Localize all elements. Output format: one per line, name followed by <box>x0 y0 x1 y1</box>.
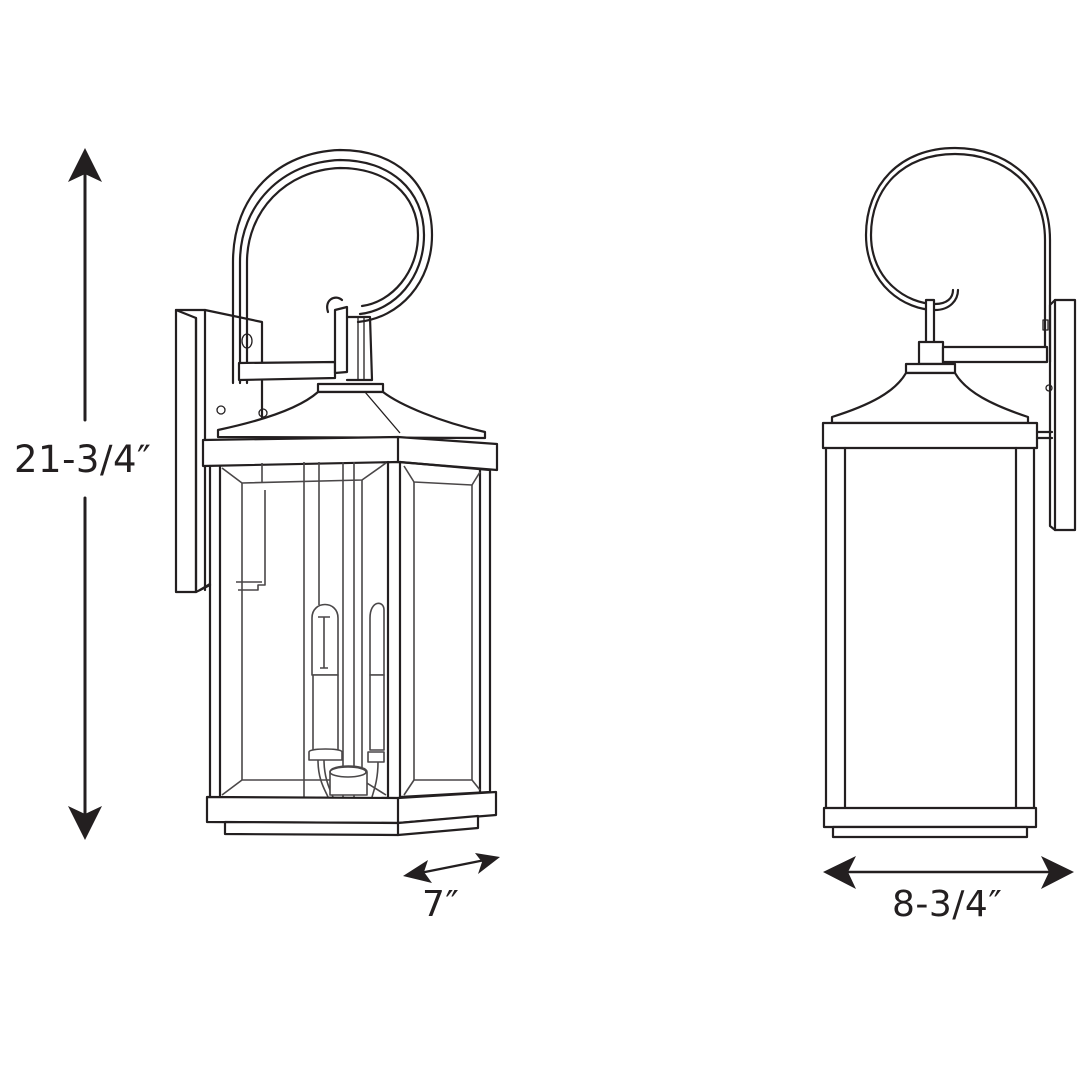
lantern-body-side <box>824 446 1036 810</box>
arrow-right-icon <box>475 853 500 874</box>
width-dimension-label: 8-3/4″ <box>892 884 1003 925</box>
height-dimension-arrow <box>68 148 102 840</box>
lantern-top-band-side <box>821 421 1054 450</box>
side-glass-panel <box>398 460 492 799</box>
lantern-top-band <box>201 435 499 472</box>
perspective-lantern <box>174 148 499 837</box>
height-dimension-label: 21-3/4″ <box>14 438 152 481</box>
arrow-up-icon <box>68 148 102 182</box>
wall-backplate-side <box>1042 298 1077 532</box>
side-elevation-lantern <box>821 146 1077 839</box>
depth-dimension-arrow <box>403 853 500 883</box>
lantern-roof <box>216 382 487 440</box>
scroll-arm-side <box>864 146 1052 366</box>
lantern-roof-side <box>830 362 1030 425</box>
arrow-left-icon <box>823 856 856 889</box>
width-dimension-arrow <box>823 856 1074 889</box>
front-glass-panel <box>208 460 402 800</box>
arrow-right-icon <box>1041 856 1074 889</box>
candle-bulbs <box>308 602 385 798</box>
wall-backplate <box>174 308 268 594</box>
arrow-down-icon <box>68 806 102 840</box>
scroll-arm <box>231 148 434 385</box>
lantern-base <box>205 790 498 837</box>
arrow-left-icon <box>403 860 432 883</box>
depth-dimension-label: 7″ <box>422 884 460 925</box>
lantern-base-side <box>822 806 1038 839</box>
